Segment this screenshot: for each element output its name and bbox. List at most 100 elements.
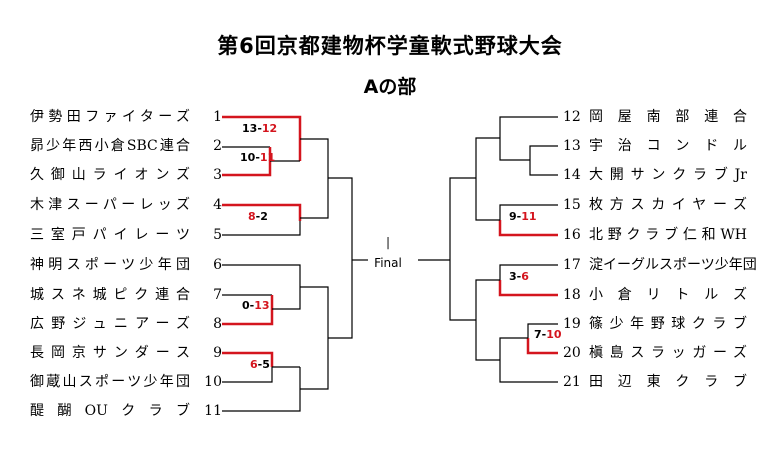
bracket-line-win	[222, 203, 302, 221]
team-seed: 8	[213, 316, 222, 332]
bracket-line-win	[222, 147, 272, 177]
score-b: 2	[260, 210, 268, 223]
score-l-1-23: 13-12	[242, 122, 277, 135]
score-l-9-10: 6-5	[250, 358, 270, 371]
team-seed: 18	[563, 287, 581, 303]
left-team-4: 木津スーパーレッズ 4	[30, 196, 222, 214]
team-name: 御蔵山スポーツ少年団	[30, 374, 190, 390]
score-l-4-5: 8-2	[248, 210, 268, 223]
score-r-19-20: 7-10	[534, 328, 562, 341]
right-team-13: 13 宇治コンドル	[563, 137, 747, 155]
right-team-18: 18 小倉リトルズ	[563, 286, 747, 304]
left-team-11: 醍醐OUクラブ 11	[30, 402, 222, 420]
score-l-7-8: 0-13	[242, 299, 270, 312]
team-name: 北野クラブ仁和WH	[589, 227, 747, 243]
team-name: 伊勢田ファイターズ	[30, 109, 190, 125]
bracket-line	[475, 137, 500, 221]
bracket-line	[222, 221, 301, 236]
bracket-line	[222, 367, 301, 412]
final-label: Final	[374, 256, 402, 270]
score-a: 7	[534, 328, 542, 341]
bracket-line	[300, 138, 329, 219]
left-team-1: 伊勢田ファイターズ 1	[30, 108, 222, 126]
team-seed: 14	[563, 167, 581, 183]
score-b: 12	[262, 122, 277, 135]
right-team-15: 15 枚方スカイヤーズ	[563, 196, 747, 214]
team-name: 昴少年西小倉SBC連合	[30, 138, 190, 154]
score-r-17-18: 3-6	[509, 270, 529, 283]
team-name: 神明スポーツ少年団	[30, 257, 190, 273]
bracket-line	[328, 177, 353, 339]
bracket-line-win	[222, 295, 274, 326]
score-b: 13	[254, 299, 269, 312]
team-seed: 7	[213, 287, 222, 303]
team-seed: 19	[563, 316, 581, 332]
left-team-8: 広野ジュニアーズ 8	[30, 315, 222, 333]
score-b: 11	[521, 210, 536, 223]
bracket-line-win	[526, 338, 558, 355]
bracket-line	[499, 116, 558, 161]
score-a: 9	[509, 210, 517, 223]
bracket-line	[499, 264, 558, 280]
team-seed: 12	[563, 109, 581, 125]
bracket-line	[222, 367, 273, 383]
bracket-line	[300, 286, 329, 390]
bracket-line	[449, 177, 476, 321]
score-l-2-3: 10-11	[240, 151, 275, 164]
score-a: 8	[248, 210, 256, 223]
team-seed: 17	[563, 257, 581, 273]
bracket-line-win	[498, 280, 558, 297]
team-name: 宇治コンドル	[589, 138, 747, 154]
bracket-line-win	[222, 115, 302, 161]
team-seed: 3	[213, 167, 222, 183]
score-b: 5	[262, 358, 270, 371]
final-marker: |	[386, 235, 391, 249]
team-seed: 1	[213, 109, 222, 125]
team-name: 広野ジュニアーズ	[30, 316, 190, 332]
bracket-line-win	[222, 351, 274, 367]
team-name: 枚方スカイヤーズ	[589, 197, 747, 213]
right-team-17: 17 淀イーグルスポーツ少年団	[563, 256, 757, 274]
score-a: 13	[242, 122, 257, 135]
team-name: 槇島スラッガーズ	[589, 345, 747, 361]
team-seed: 20	[563, 345, 581, 361]
left-team-6: 神明スポーツ少年団 6	[30, 256, 222, 274]
score-b: 6	[521, 270, 529, 283]
bracket-line	[475, 279, 500, 361]
bracket-line	[529, 145, 558, 176]
bracket-line-win	[498, 220, 558, 237]
left-team-7: 城スネ城ピク連合 7	[30, 286, 222, 304]
team-name: 淀イーグルスポーツ少年団	[589, 257, 757, 273]
score-a: 0	[242, 299, 250, 312]
bracket-line	[499, 204, 558, 220]
team-seed: 16	[563, 227, 581, 243]
right-team-16: 16 北野クラブ仁和WH	[563, 226, 747, 244]
team-name: 醍醐OUクラブ	[30, 403, 190, 419]
team-seed: 11	[204, 403, 222, 419]
team-name: 小倉リトルズ	[589, 287, 747, 303]
team-seed: 6	[213, 257, 222, 273]
team-seed: 15	[563, 197, 581, 213]
right-team-12: 12 岡屋南部連合	[563, 108, 747, 126]
tournament-title: 第6回京都建物杯学童軟式野球大会	[217, 34, 563, 58]
team-name: 岡屋南部連合	[589, 109, 747, 125]
team-name: 木津スーパーレッズ	[30, 197, 190, 213]
score-a: 3	[509, 270, 517, 283]
team-seed: 9	[213, 345, 222, 361]
right-team-20: 20 槇島スラッガーズ	[563, 344, 747, 362]
score-r-15-16: 9-11	[509, 210, 537, 223]
team-seed: 4	[213, 197, 222, 213]
team-name: 城スネ城ピク連合	[30, 287, 190, 303]
team-seed: 13	[563, 138, 581, 154]
team-name: 田辺東クラブ	[589, 374, 747, 390]
team-name: 三室戸パイレーツ	[30, 227, 190, 243]
score-b: 10	[546, 328, 562, 341]
